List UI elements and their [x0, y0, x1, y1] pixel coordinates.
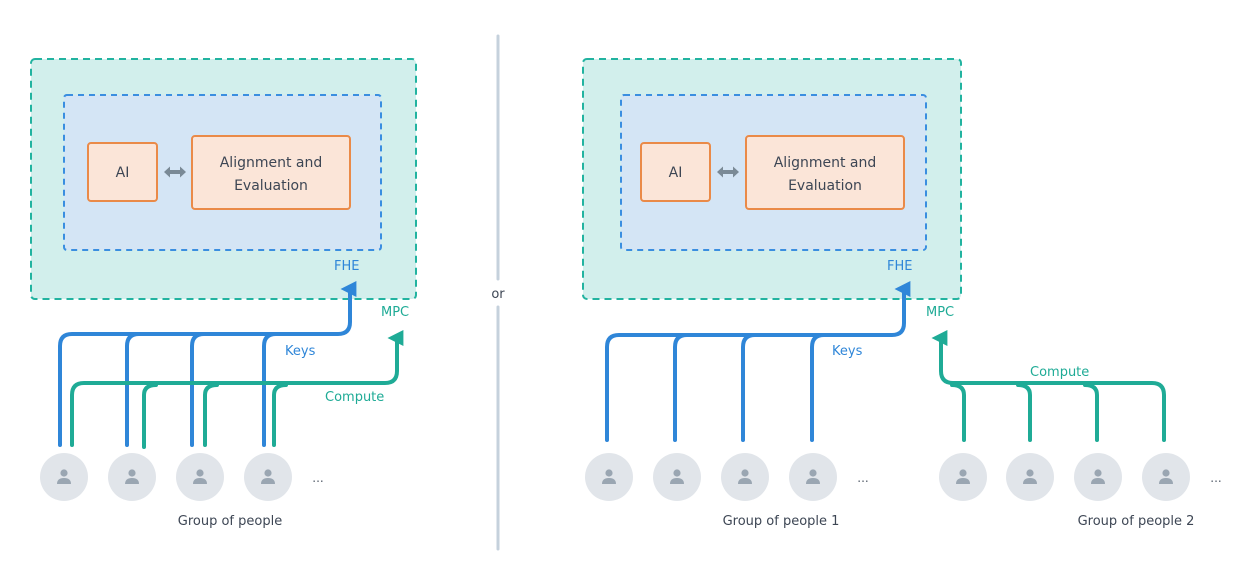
group-label-1: Group of people 1 — [723, 514, 840, 529]
person-icon — [1091, 469, 1105, 484]
alignment-label-line1: Alignment and — [774, 155, 877, 171]
person-icon — [125, 469, 139, 484]
avatar-circle — [585, 453, 633, 501]
person-icon — [1023, 469, 1037, 484]
more-people-ellipsis: ... — [312, 471, 323, 485]
keys-branch-line — [262, 332, 278, 447]
keys-trunk-line — [605, 281, 911, 442]
person-avatar — [939, 453, 987, 501]
person-avatar — [244, 453, 292, 501]
divider: or — [491, 34, 505, 551]
keys-connector — [605, 281, 911, 442]
ai-box — [87, 142, 158, 202]
keys-branch-line — [673, 333, 689, 442]
keys-branch-line — [741, 333, 757, 442]
people-group — [40, 453, 292, 501]
person-avatar — [585, 453, 633, 501]
compute-branch-line — [272, 383, 288, 447]
person-avatar — [40, 453, 88, 501]
avatar-circle — [244, 453, 292, 501]
person-avatar — [108, 453, 156, 501]
person-icon — [738, 469, 752, 484]
keys-branch-line — [810, 333, 826, 442]
bidirectional-arrow-icon — [164, 166, 186, 178]
alignment-evaluation-box — [745, 135, 905, 210]
left-panel: AI Alignment and Evaluation FHE MPC Keys… — [30, 58, 417, 529]
keys-connector — [58, 281, 357, 447]
compute-connector — [70, 330, 404, 449]
ai-label: AI — [116, 165, 130, 181]
compute-label: Compute — [1030, 365, 1089, 380]
alignment-evaluation-box — [191, 135, 351, 210]
compute-branch-line — [203, 383, 219, 447]
group-label-2: Group of people 2 — [1078, 514, 1195, 529]
alignment-label-line2: Evaluation — [788, 178, 862, 194]
keys-label: Keys — [832, 344, 863, 359]
compute-branch-line — [142, 383, 158, 449]
alignment-label-line2: Evaluation — [234, 178, 308, 194]
avatar-circle — [939, 453, 987, 501]
fhe-label: FHE — [334, 259, 359, 274]
person-icon — [806, 469, 820, 484]
ai-label: AI — [669, 165, 683, 181]
group-label: Group of people — [178, 514, 282, 529]
person-icon — [193, 469, 207, 484]
bidirectional-arrow-icon — [717, 166, 739, 178]
avatar-circle — [653, 453, 701, 501]
person-avatar — [1142, 453, 1190, 501]
people-group-2 — [939, 453, 1190, 501]
person-icon — [602, 469, 616, 484]
avatar-circle — [1142, 453, 1190, 501]
person-avatar — [653, 453, 701, 501]
divider-or-label: or — [491, 287, 505, 302]
mpc-label: MPC — [381, 305, 409, 320]
compute-trunk-line — [70, 330, 404, 447]
compute-trunk-line — [931, 330, 1166, 442]
avatar-circle — [789, 453, 837, 501]
more-people-ellipsis: ... — [1210, 471, 1221, 485]
avatar-circle — [108, 453, 156, 501]
avatar-circle — [1074, 453, 1122, 501]
person-icon — [670, 469, 684, 484]
alignment-label-line1: Alignment and — [220, 155, 323, 171]
right-panel: AI Alignment and Evaluation FHE MPC Keys… — [582, 58, 1222, 529]
avatar-circle — [721, 453, 769, 501]
person-avatar — [1006, 453, 1054, 501]
compute-branch-line — [1016, 383, 1032, 442]
person-icon — [956, 469, 970, 484]
person-icon — [261, 469, 275, 484]
compute-branch-line — [950, 383, 966, 442]
avatar-circle — [176, 453, 224, 501]
ai-box — [640, 142, 711, 202]
person-icon — [1159, 469, 1173, 484]
compute-branch-line — [1083, 383, 1099, 442]
keys-branch-line — [125, 332, 141, 447]
person-avatar — [1074, 453, 1122, 501]
fhe-label: FHE — [887, 259, 912, 274]
compute-label: Compute — [325, 390, 384, 405]
avatar-circle — [40, 453, 88, 501]
mpc-label: MPC — [926, 305, 954, 320]
avatar-circle — [1006, 453, 1054, 501]
compute-connector — [931, 330, 1166, 442]
more-people-ellipsis: ... — [857, 471, 868, 485]
person-avatar — [721, 453, 769, 501]
person-avatar — [789, 453, 837, 501]
person-avatar — [176, 453, 224, 501]
person-icon — [57, 469, 71, 484]
people-group-1 — [585, 453, 837, 501]
keys-branch-line — [190, 332, 206, 447]
keys-label: Keys — [285, 344, 316, 359]
